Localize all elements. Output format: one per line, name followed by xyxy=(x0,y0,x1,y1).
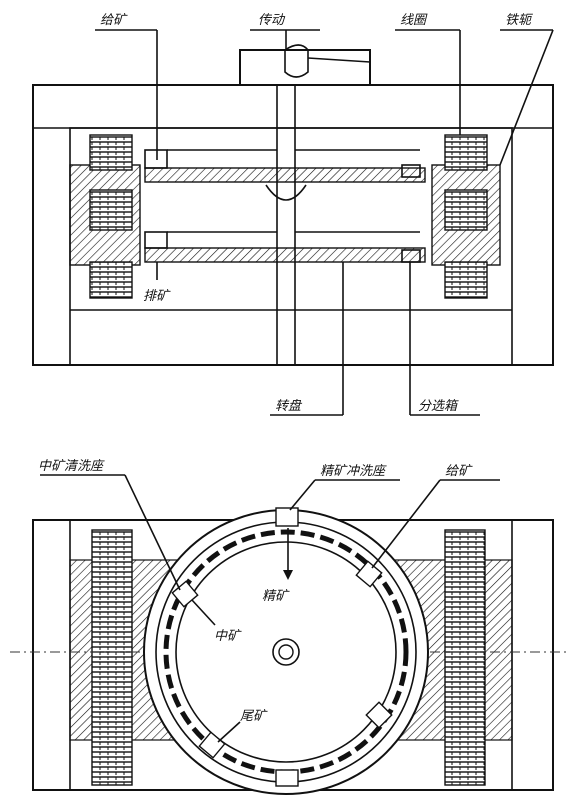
drive-shaft xyxy=(276,84,296,366)
label-tailings-top: 排矿 xyxy=(143,289,171,304)
pole-box-tailings xyxy=(198,731,226,759)
drive-block xyxy=(239,49,371,86)
label-feed-bottom: 给矿 xyxy=(445,464,473,479)
coil-right-lower xyxy=(444,261,488,299)
coil-right-plan xyxy=(444,529,486,786)
coil-left-lower xyxy=(89,261,133,299)
coil-right-upper xyxy=(444,134,488,171)
label-middlings-wash: 中矿清洗座 xyxy=(38,458,105,474)
label-middlings: 中矿 xyxy=(214,629,242,644)
label-tailings-bottom: 尾矿 xyxy=(240,709,268,724)
label-rotor-disc: 转盘 xyxy=(275,398,303,414)
coil-right-mid xyxy=(444,189,488,231)
label-separation-box: 分选箱 xyxy=(418,399,459,414)
pole-box-concentrate xyxy=(275,507,299,527)
coil-left-mid xyxy=(89,189,133,231)
bottom-plan-view: 中矿清洗座 精矿冲洗座 给矿 精矿 中矿 尾矿 xyxy=(10,458,570,795)
rotor-hub xyxy=(272,638,300,666)
coil-left-plan xyxy=(91,529,133,786)
rotor-disc-upper xyxy=(144,167,426,183)
pole-box-feed xyxy=(355,560,383,588)
label-concentrate-wash: 精矿冲洗座 xyxy=(320,463,387,479)
top-section-view: 给矿 传动 线圈 铁轭 排矿 转盘 分选箱 xyxy=(32,13,554,416)
label-yoke: 铁轭 xyxy=(505,13,534,28)
right-yoke xyxy=(431,164,501,266)
label-concentrate: 精矿 xyxy=(262,589,290,604)
rotor-disc-lower xyxy=(144,247,426,263)
label-drive: 传动 xyxy=(258,13,286,28)
label-feed-top: 给矿 xyxy=(100,13,128,28)
coil-left-upper xyxy=(89,134,133,171)
pole-box-bottom xyxy=(275,769,299,787)
label-coil: 线圈 xyxy=(400,13,428,28)
pole-box-right-lower xyxy=(365,701,393,729)
